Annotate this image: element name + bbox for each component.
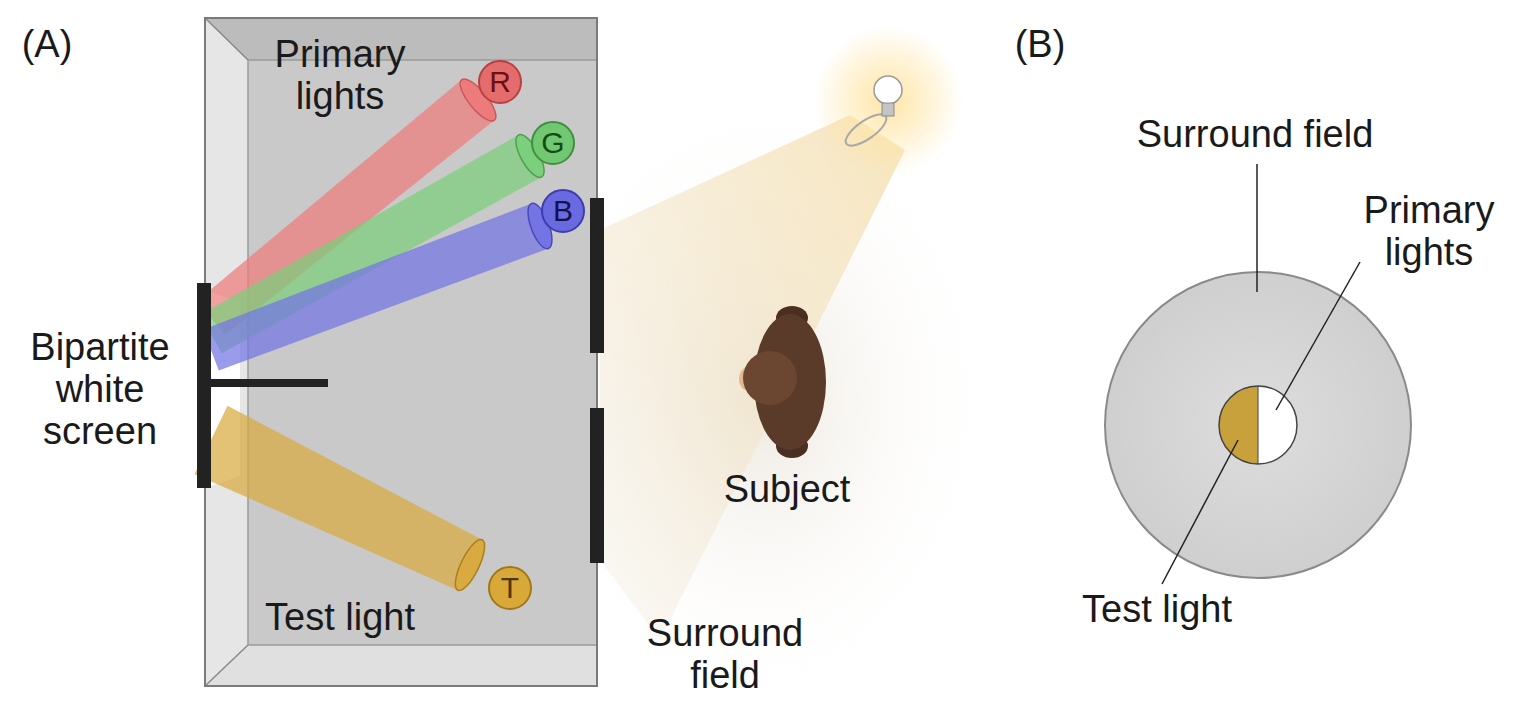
subject-head bbox=[743, 351, 797, 405]
leader-line bbox=[1162, 440, 1238, 584]
field-split bbox=[1258, 386, 1259, 464]
aperture-bar bbox=[590, 408, 604, 563]
bulb-base bbox=[882, 103, 894, 116]
label-text: Subject bbox=[724, 469, 851, 511]
leader-line bbox=[1276, 262, 1360, 410]
bevel-line bbox=[205, 18, 248, 60]
bevel-line bbox=[248, 644, 597, 646]
surround-field-label: Surround field bbox=[625, 613, 825, 697]
node-letter: G bbox=[541, 128, 564, 158]
subject-label: Subject bbox=[687, 469, 887, 511]
node-letter: T bbox=[501, 573, 519, 603]
label-text: Surround field bbox=[1137, 114, 1374, 156]
bulb bbox=[874, 76, 902, 104]
booth-bottom-wall bbox=[205, 645, 597, 686]
primary-lights-label: Primary lights bbox=[230, 34, 450, 118]
green-primary-lamp: G bbox=[531, 121, 575, 165]
panel-letter: (B) bbox=[995, 24, 1085, 66]
screen-label: Bipartite white screen bbox=[5, 327, 195, 452]
lamp-beam bbox=[600, 115, 905, 640]
primary-half bbox=[1258, 386, 1297, 464]
label-text: (B) bbox=[1015, 24, 1066, 66]
red-primary-lamp: R bbox=[478, 60, 522, 104]
lamp-glow bbox=[813, 25, 963, 175]
leader-line bbox=[1256, 164, 1258, 292]
test-light-label: Test light bbox=[1027, 589, 1287, 631]
node-letter: B bbox=[553, 196, 573, 226]
label-text: Surround field bbox=[625, 613, 825, 697]
node-letter: R bbox=[489, 67, 511, 97]
label-text: Test light bbox=[1082, 589, 1232, 631]
blue-primary-lamp: B bbox=[541, 189, 585, 233]
aperture-bar bbox=[590, 198, 604, 353]
bevel-line bbox=[205, 645, 248, 686]
beams bbox=[194, 74, 556, 594]
label-text: Bipartite white screen bbox=[5, 327, 195, 452]
panel-letter: (A) bbox=[2, 24, 92, 66]
surround-field bbox=[1105, 272, 1411, 578]
light-beam bbox=[203, 204, 548, 371]
surround-field-label: Surround field bbox=[1090, 114, 1420, 156]
test-light-label: Test light bbox=[220, 597, 460, 639]
label-text: Primary lights bbox=[1329, 190, 1529, 274]
primary-lights-label: Primary lights bbox=[1329, 190, 1529, 274]
test-half bbox=[1219, 386, 1258, 464]
projector-lens bbox=[450, 536, 491, 594]
bipartite-screen bbox=[197, 283, 211, 488]
light-beam bbox=[194, 406, 482, 590]
label-text: Test light bbox=[265, 597, 415, 639]
label-text: (A) bbox=[22, 24, 73, 66]
label-text: Primary lights bbox=[230, 34, 450, 118]
test-lamp: T bbox=[488, 566, 532, 610]
screen-divider bbox=[211, 379, 328, 387]
